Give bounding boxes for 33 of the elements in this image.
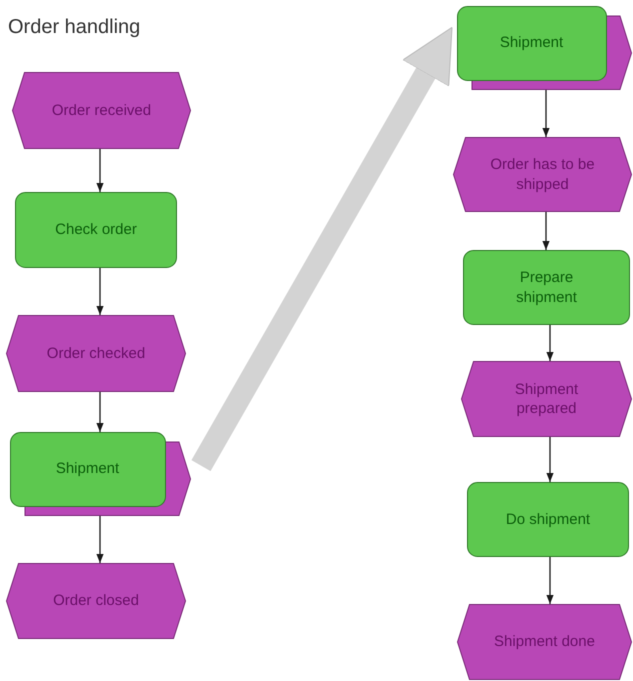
arrow xyxy=(546,557,554,604)
subprocess-box xyxy=(10,432,191,516)
arrow xyxy=(96,392,104,432)
diagram-title: Order handling xyxy=(8,16,140,39)
node-label: Prepare shipment xyxy=(515,268,578,307)
node-label: Shipment prepared xyxy=(514,380,580,418)
node-label: Check order xyxy=(55,220,137,240)
block-arrow xyxy=(191,26,453,472)
arrow xyxy=(96,516,104,563)
event-hexagon xyxy=(453,137,632,212)
event-hexagon xyxy=(461,361,632,437)
node-label: Order closed xyxy=(53,591,139,611)
subprocess-box xyxy=(457,6,632,90)
function-box xyxy=(463,250,630,325)
node-label: Shipment done xyxy=(494,632,595,652)
node-label: Order has to be shipped xyxy=(489,155,596,194)
node-label: Shipment xyxy=(500,33,564,53)
event-hexagon xyxy=(12,72,191,149)
node-label: Order checked xyxy=(46,344,146,364)
function-box xyxy=(15,192,177,268)
event-hexagon xyxy=(6,315,186,392)
function-box xyxy=(467,482,629,557)
node-label: Do shipment xyxy=(506,510,590,530)
event-hexagon xyxy=(6,563,186,639)
event-hexagon xyxy=(457,604,632,680)
arrow xyxy=(542,212,550,250)
node-label: Shipment xyxy=(56,459,120,479)
arrow xyxy=(546,437,554,482)
arrow xyxy=(542,90,550,137)
arrow xyxy=(96,149,104,192)
arrow xyxy=(96,268,104,315)
node-label: Order received xyxy=(52,100,152,120)
arrow xyxy=(546,325,554,361)
